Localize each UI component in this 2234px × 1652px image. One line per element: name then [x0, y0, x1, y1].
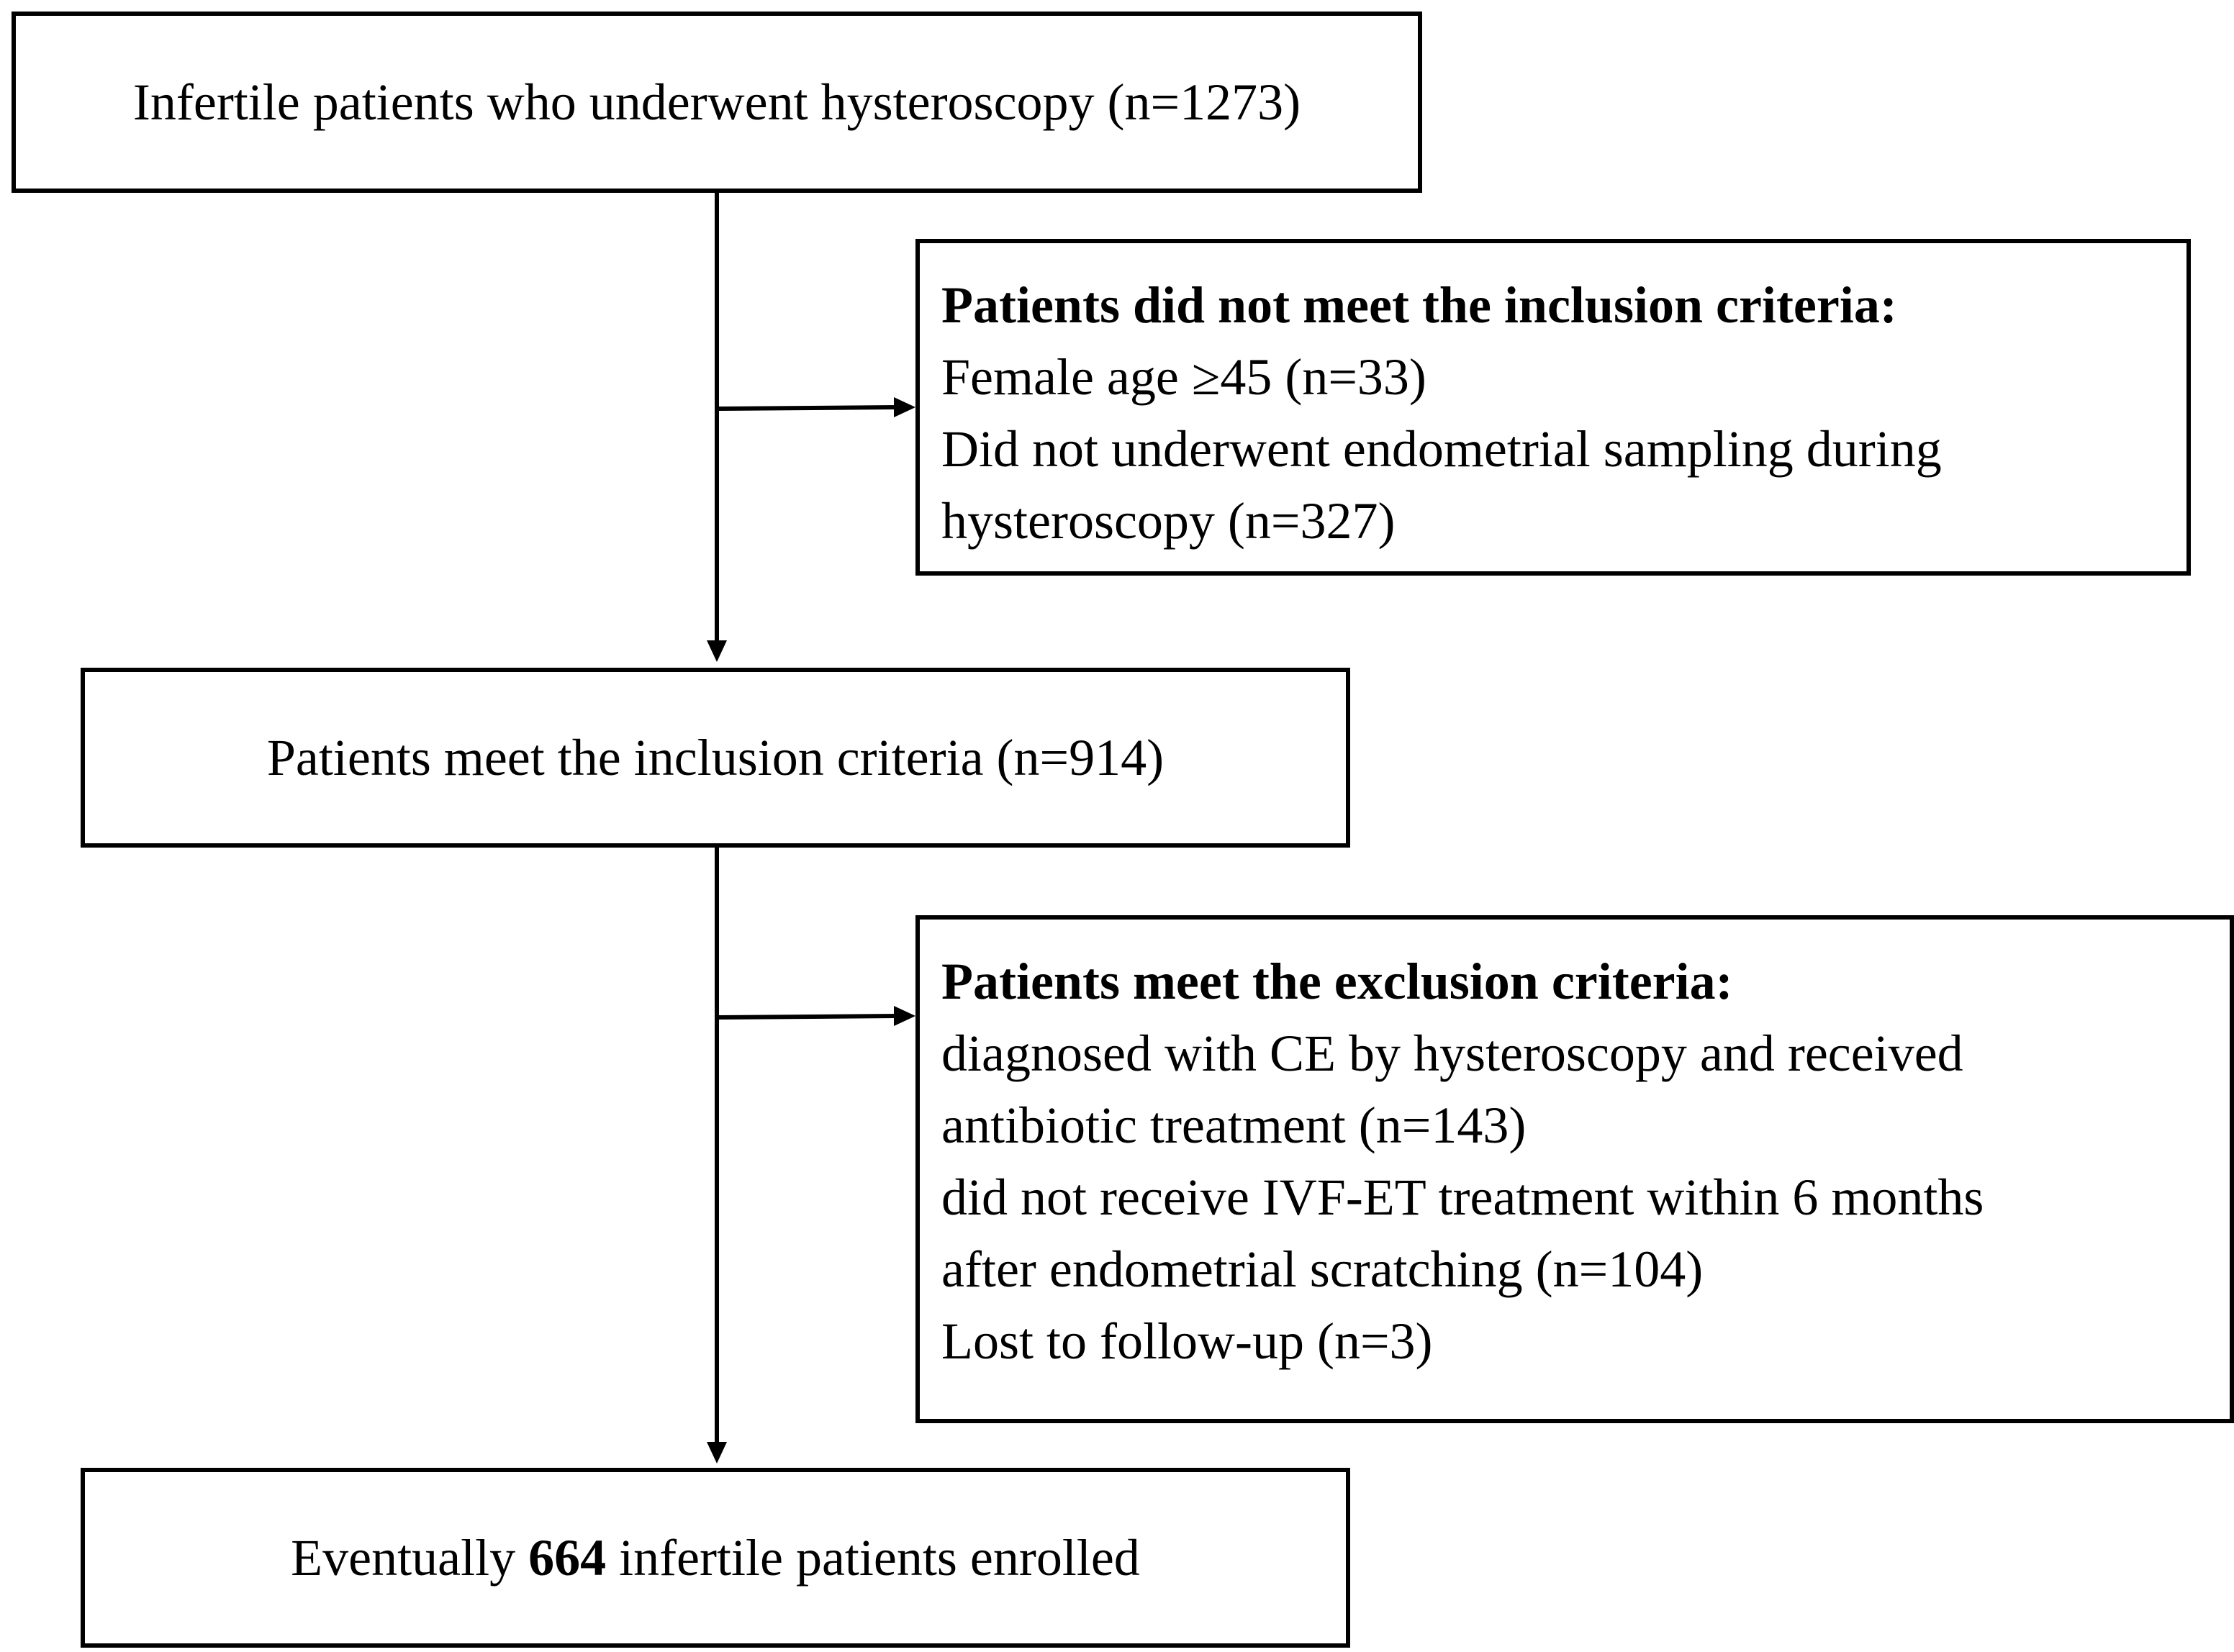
inclusion-excluded-heading: Patients did not meet the inclusion crit… — [941, 276, 1897, 334]
final-suffix: infertile patients enrolled — [606, 1529, 1140, 1587]
exclusion-line: after endometrial scratching (n=104) — [941, 1240, 1704, 1298]
final-box-text: Eventually 664 infertile patients enroll… — [291, 1532, 1140, 1584]
exclusion-line: Lost to follow-up (n=3) — [941, 1312, 1433, 1370]
connector-branch-inclusion — [716, 405, 897, 411]
inclusion-excluded-box: Patients did not meet the inclusion crit… — [915, 239, 2191, 576]
inclusion-excluded-line: hysteroscopy (n=327) — [941, 492, 1396, 550]
final-box: Eventually 664 infertile patients enroll… — [81, 1468, 1350, 1648]
inclusion-excluded-line: Female age ≥45 (n=33) — [941, 348, 1426, 406]
exclusion-line: did not receive IVF-ET treatment within … — [941, 1168, 1984, 1226]
final-count: 664 — [528, 1529, 607, 1587]
arrowhead-to-final — [707, 1442, 727, 1463]
arrowhead-to-exclusion — [894, 1006, 915, 1026]
exclusion-box: Patients meet the exclusion criteria: di… — [915, 915, 2234, 1423]
start-box-text: Infertile patients who underwent hystero… — [132, 73, 1301, 131]
included-box-text: Patients meet the inclusion criteria (n=… — [266, 729, 1165, 786]
exclusion-line: antibiotic treatment (n=143) — [941, 1097, 1527, 1154]
exclusion-line: diagnosed with CE by hysteroscopy and re… — [941, 1025, 1963, 1082]
start-box: Infertile patients who underwent hystero… — [12, 12, 1422, 193]
inclusion-excluded-line: Did not underwent endometrial sampling d… — [941, 420, 1942, 478]
included-box: Patients meet the inclusion criteria (n=… — [81, 668, 1350, 848]
exclusion-heading: Patients meet the exclusion criteria: — [941, 953, 1733, 1010]
final-prefix: Eventually — [291, 1529, 529, 1587]
connector-branch-exclusion — [716, 1014, 897, 1020]
arrowhead-to-inclusion-excluded — [894, 397, 915, 417]
arrowhead-to-included — [707, 640, 727, 662]
